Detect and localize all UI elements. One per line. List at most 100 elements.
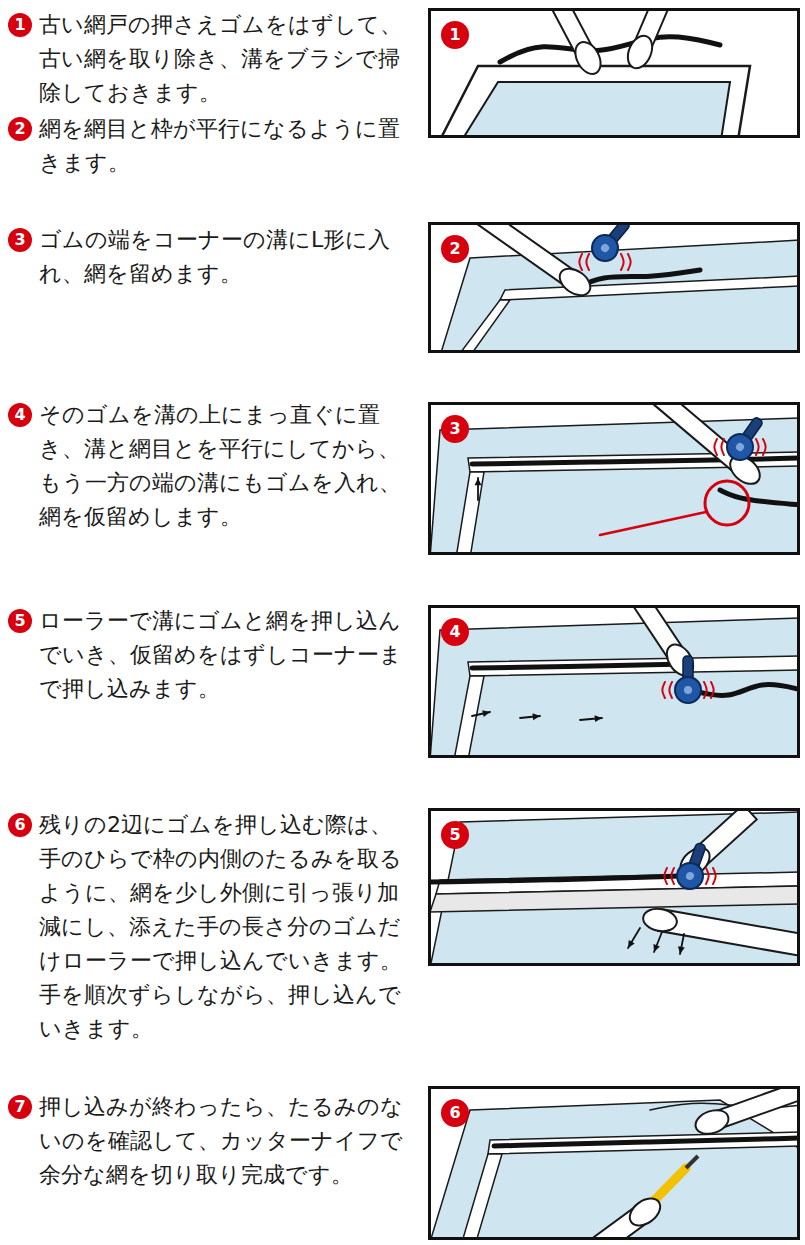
highlight-circle (705, 481, 749, 525)
illustration-panel: 2 (428, 222, 800, 353)
step-number: 5 (8, 609, 32, 633)
frame-groove (458, 300, 510, 353)
step-number: 7 (8, 1095, 32, 1119)
instruction-step: 3 ゴムの端をコーナーの溝にL形に入れ、網を留めます。 (8, 223, 403, 295)
roller-tool (675, 656, 701, 703)
frame-groove (468, 656, 800, 676)
frame-groove (500, 276, 800, 300)
rubber-strip (494, 1138, 800, 1146)
motion-mark (763, 439, 766, 455)
illustration-panel: 6 (428, 1086, 800, 1240)
step-illustration (430, 402, 800, 555)
instruction-step: 4 そのゴムを溝の上にまっ直ぐに置き、溝と網目とを平行にしてから、もう一方の端の溝… (8, 398, 403, 538)
rubber-strip (575, 270, 700, 290)
step-number: 2 (8, 117, 32, 141)
step-text: ローラーで溝にゴムと網を押し込んでいき、仮留めをはずしコーナーまで押し込みます。 (39, 604, 403, 706)
step-number: 4 (8, 403, 32, 427)
step-illustration (430, 1086, 800, 1240)
arrow-head (482, 710, 490, 717)
roller-hub (599, 242, 610, 253)
callout-number: 2 (441, 235, 469, 263)
frame-edge (430, 886, 800, 912)
hand (570, 38, 605, 78)
motion-mark (664, 868, 667, 884)
motion-mark (714, 439, 717, 455)
frame-groove (456, 472, 484, 555)
roller-tool (673, 840, 714, 893)
rubber-strip (500, 37, 720, 62)
frame-opening (462, 82, 730, 138)
arrow-head (653, 944, 659, 952)
screen-net (430, 618, 800, 758)
motion-mark (713, 868, 716, 884)
motion-mark (756, 439, 759, 455)
window-frame (440, 66, 750, 138)
instruction-step: 7押し込みが終わったら、たるみのないのを確認して、カッターナイフで余分な網を切り… (8, 1090, 403, 1196)
hand (692, 1106, 731, 1138)
roller-hub (734, 441, 745, 452)
callout-number: 5 (441, 821, 469, 849)
motion-mark (579, 254, 582, 270)
motion-mark (704, 682, 707, 698)
roller-hub (685, 871, 695, 881)
motion-mark (671, 868, 674, 884)
arrow-head (595, 715, 602, 722)
callout-number: 6 (441, 1099, 469, 1127)
arrow-head (678, 946, 685, 954)
motion-mark (721, 439, 724, 455)
instruction-step: 1 古い網戸の押さえゴムをはずして、古い網を取り除き、溝をブラシで掃除しておきます… (8, 8, 403, 114)
illustration-panel: 3 (428, 402, 800, 555)
motion-mark (706, 868, 709, 884)
arm (658, 909, 800, 956)
frame-groove (488, 1132, 800, 1154)
illustration-panel: 4 (428, 605, 800, 758)
direction-arrow (654, 932, 662, 952)
motion-mark (621, 254, 624, 270)
direction-arrow (628, 928, 640, 948)
roller-tool (722, 412, 770, 465)
knife-blade (686, 1156, 698, 1168)
instruction-step: 2 網を網目と枠が平行になるように置きます。 (8, 112, 403, 184)
roller-wheel (587, 230, 624, 267)
step-illustration (440, 222, 800, 353)
step-number: 6 (8, 813, 32, 837)
motion-mark (711, 682, 714, 698)
illustration-panel: 5 (428, 808, 800, 966)
step-number: 3 (8, 228, 32, 252)
motion-mark (662, 682, 665, 698)
step-illustration (430, 605, 800, 758)
motion-mark (628, 254, 631, 270)
roller-wheel (675, 677, 701, 703)
instruction-step: 5 ローラーで溝にゴムと網を押し込んでいき、仮留めをはずしコーナーまで押し込みます… (8, 604, 403, 710)
screen-net (440, 240, 800, 353)
hand (641, 906, 678, 934)
roller-wheel (673, 859, 706, 892)
motion-mark (669, 682, 672, 698)
hand (623, 32, 657, 72)
callout-number: 1 (441, 21, 469, 49)
step-text: 網を網目と枠が平行になるように置きます。 (39, 112, 403, 180)
rubber-strip (472, 664, 690, 668)
callout-number: 4 (441, 618, 469, 646)
hand (625, 1193, 665, 1231)
step-illustration (430, 808, 800, 966)
roller-hub (684, 686, 692, 694)
frame-groove (462, 1154, 502, 1240)
arrow-head (475, 478, 482, 485)
roller-wheel (722, 429, 758, 465)
step-illustration (440, 8, 750, 138)
step-text: そのゴムを溝の上にまっ直ぐに置き、溝と網目とを平行にしてから、もう一方の端の溝に… (39, 398, 403, 534)
rubber-strip (720, 490, 800, 505)
step-text: ゴムの端をコーナーの溝にL形に入れ、網を留めます。 (39, 223, 403, 291)
instruction-step: 6 残りの2辺にゴムを押し込む際は、手のひらで枠の内側のたるみを取るように、網を少… (8, 808, 403, 1050)
step-number: 1 (8, 13, 32, 37)
illustration-panel: 1 (428, 8, 800, 138)
arrow-head (532, 713, 540, 720)
screen-net (430, 418, 800, 555)
step-text: 残りの2辺にゴムを押し込む際は、手のひらで枠の内側のたるみを取るように、網を少し… (39, 808, 403, 1046)
step-text: 古い網戸の押さえゴムをはずして、古い網を取り除き、溝をブラシで掃除しておきます。 (39, 8, 403, 110)
rubber-strip (430, 876, 680, 882)
highlight-line (600, 512, 706, 535)
